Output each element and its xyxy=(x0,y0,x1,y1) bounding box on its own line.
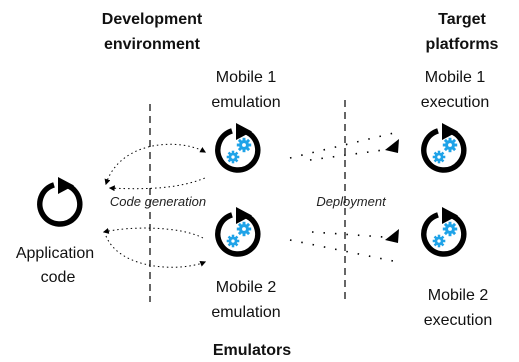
gears-icon xyxy=(432,137,458,164)
header-dev-env-line1: Development xyxy=(102,11,203,28)
gears-icon xyxy=(432,221,458,248)
cycle-arrow-icon xyxy=(218,123,258,170)
code-generation-label: Code generation xyxy=(110,194,206,209)
cycle-arrow-icon xyxy=(424,123,464,170)
mobile1-execution-node xyxy=(424,123,464,170)
deploy-arrowhead-top xyxy=(385,139,399,153)
mobile2-execution-label-line2: execution xyxy=(424,312,493,329)
mobile2-execution-node xyxy=(424,207,464,254)
cycle-arrow-icon xyxy=(424,207,464,254)
mobile1-execution-label-line1: Mobile 1 xyxy=(425,69,486,86)
mobile2-emulation-label-line1: Mobile 2 xyxy=(216,279,277,296)
gears-icon xyxy=(226,137,252,164)
application-label-line2: code xyxy=(41,269,76,286)
header-emulators: Emulators xyxy=(213,342,291,359)
edge-code-gen-top-upper xyxy=(104,143,207,186)
mobile1-emulation-label-line1: Mobile 1 xyxy=(216,69,277,86)
edge-code-gen-top-lower xyxy=(108,177,206,192)
edge-code-gen-bottom-lower xyxy=(105,235,207,268)
application-node xyxy=(40,177,80,224)
header-dev-env-line2: environment xyxy=(104,36,201,53)
edge-deploy-top-a xyxy=(289,131,399,159)
mobile2-emulation-label-line2: emulation xyxy=(211,304,280,321)
code-generation-edges xyxy=(102,143,207,268)
application-label-line1: Application xyxy=(16,245,94,262)
mobile1-emulation-node xyxy=(218,123,258,170)
edge-deploy-bottom-b xyxy=(311,231,399,239)
edge-code-gen-bottom-upper xyxy=(102,227,204,239)
deployment-edges xyxy=(289,131,399,263)
header-target-line1: Target xyxy=(438,11,486,28)
mobile1-execution-label-line2: execution xyxy=(421,94,490,111)
cycle-arrow-icon xyxy=(40,177,80,224)
gears-icon xyxy=(226,221,252,248)
deployment-label: Deployment xyxy=(316,194,387,209)
cycle-arrow-icon xyxy=(218,207,258,254)
mobile2-execution-label-line1: Mobile 2 xyxy=(428,287,489,304)
header-target-line2: platforms xyxy=(426,36,499,53)
mobile1-emulation-label-line2: emulation xyxy=(211,94,280,111)
edge-deploy-top-b xyxy=(309,147,399,161)
edge-deploy-bottom-a xyxy=(289,239,399,263)
deploy-arrowhead-bottom xyxy=(385,229,399,243)
mobile2-emulation-node xyxy=(218,207,258,254)
